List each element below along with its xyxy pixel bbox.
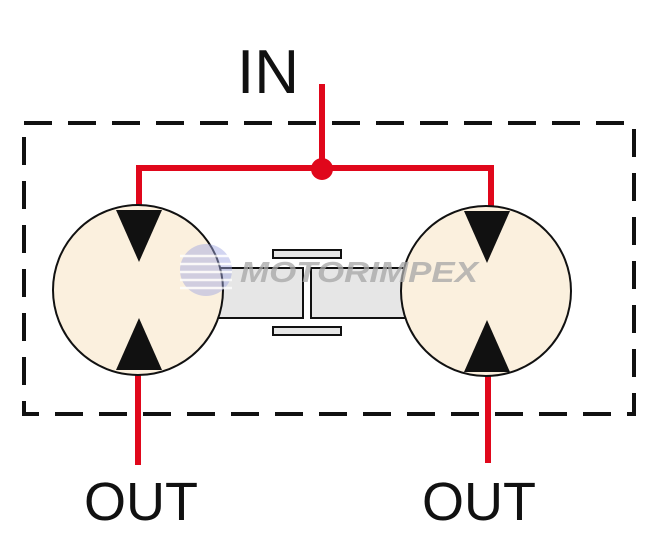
shaft-left	[214, 267, 304, 319]
left-motor-bottom-triangle-icon	[116, 318, 162, 370]
left-motor-body	[52, 204, 224, 376]
enclosure-boundary	[22, 121, 636, 416]
right-motor-body	[400, 205, 572, 377]
left-motor-top-triangle-icon	[116, 210, 162, 262]
output-label-right: OUT	[422, 472, 536, 532]
right-motor	[400, 205, 572, 377]
right-motor-top-triangle-icon	[464, 211, 510, 263]
shaft-coupling	[214, 249, 412, 336]
junction-node	[311, 158, 333, 180]
globe-icon	[180, 244, 232, 296]
right-motor-bottom-triangle-icon	[464, 320, 510, 372]
output-label-left: OUT	[84, 472, 198, 532]
left-motor	[52, 204, 224, 376]
coupling-flange-bottom	[272, 326, 342, 336]
watermark: MOTORIMPEX	[180, 244, 480, 296]
coupling-flange-top	[272, 249, 342, 259]
watermark-text: MOTORIMPEX	[240, 257, 480, 289]
input-label: IN	[237, 38, 299, 107]
